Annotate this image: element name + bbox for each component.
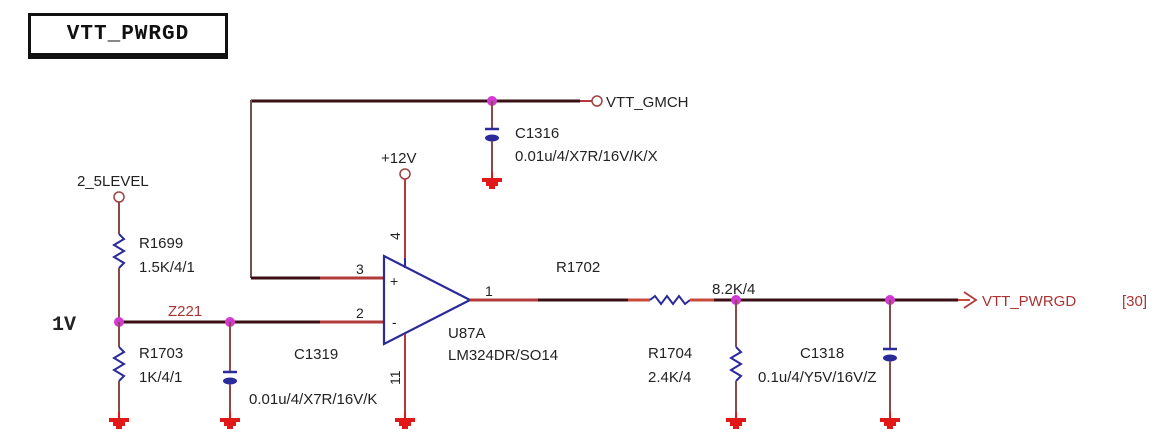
resistor-r1699 [112, 202, 126, 322]
sheet-title: VTT_PWRGD [66, 23, 190, 46]
net-label-vtt-pwrgd: VTT_PWRGD [982, 293, 1076, 310]
pin-3: 3 [356, 261, 364, 277]
value-u87a: LM324DR/SO14 [448, 347, 558, 364]
sheet-title-box: VTT_PWRGD [28, 13, 228, 59]
opamp-minus-sign: - [392, 314, 397, 330]
value-r1704: 2.4K/4 [648, 369, 691, 386]
pin-11: 11 [387, 370, 403, 385]
ref-r1704: R1704 [648, 345, 692, 362]
net-output [470, 294, 970, 306]
value-c1318: 0.1u/4/Y5V/16V/Z [758, 369, 876, 386]
ground-icon [879, 411, 901, 430]
capacitor-c1319 [219, 322, 241, 430]
pin-2: 2 [356, 305, 364, 321]
ref-u87a: U87A [448, 325, 486, 342]
ground-icon [108, 411, 130, 430]
ground-icon [219, 411, 241, 430]
ref-r1703: R1703 [139, 345, 183, 362]
net-label-2-5level: 2_5LEVEL [77, 173, 149, 190]
net-label-vtt-gmch: VTT_GMCH [606, 94, 689, 111]
resistor-r1704 [725, 300, 747, 430]
net-label-z221: Z221 [168, 303, 202, 320]
ground-icon [725, 411, 747, 430]
ref-c1316: C1316 [515, 125, 559, 142]
net-vtt-gmch [250, 99, 592, 280]
ground-icon [481, 171, 503, 190]
value-r1703: 1K/4/1 [139, 369, 182, 386]
value-r1699: 1.5K/4/1 [139, 259, 195, 276]
value-c1316: 0.01u/4/X7R/16V/K/X [515, 148, 658, 165]
port-arrow-icon [963, 291, 978, 309]
value-r1702: 8.2K/4 [712, 281, 755, 298]
ref-c1319: C1319 [294, 346, 338, 363]
ref-r1699: R1699 [139, 235, 183, 252]
value-c1319: 0.01u/4/X7R/16V/K [249, 391, 377, 408]
net-label-12v: +12V [381, 150, 416, 167]
capacitor-c1316 [481, 101, 503, 190]
port-2-5level-icon [113, 191, 125, 203]
pin-1: 1 [485, 283, 493, 299]
resistor-r1703 [108, 322, 130, 430]
opamp-plus-sign: + [390, 273, 398, 289]
pin-4: 4 [387, 232, 403, 240]
port-vtt-gmch-icon [591, 95, 603, 107]
opamp-u87a [382, 254, 473, 430]
node-voltage-label: 1V [52, 314, 76, 337]
ref-r1702: R1702 [556, 259, 600, 276]
ref-c1318: C1318 [800, 345, 844, 362]
page-reference[interactable]: [30] [1122, 293, 1147, 310]
ground-icon [394, 411, 416, 430]
port-12v-icon [399, 168, 411, 180]
capacitor-c1318 [879, 300, 901, 430]
